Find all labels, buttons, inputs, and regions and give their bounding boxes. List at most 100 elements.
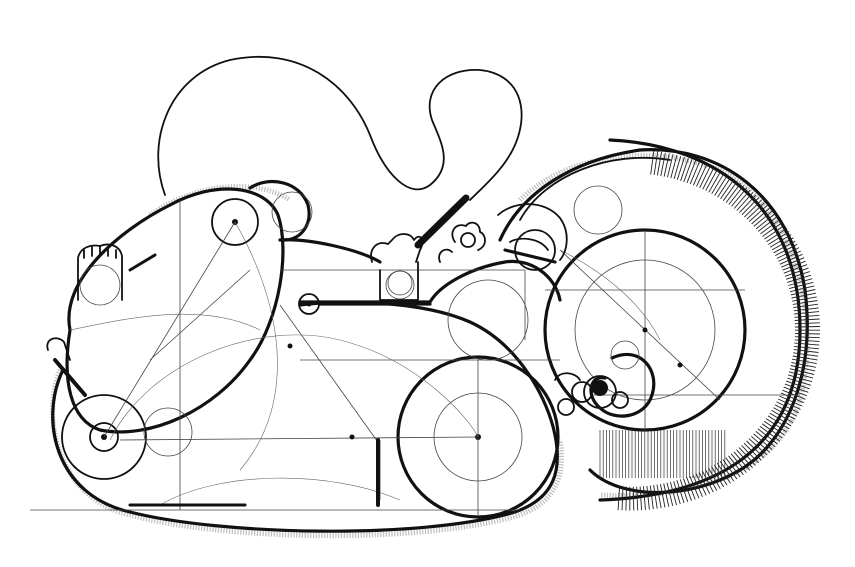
mane-hatch-stroke (793, 307, 819, 312)
mane-hatch-stroke (794, 336, 820, 339)
mane-hatch-stroke (783, 386, 808, 397)
mane-hatch-stroke (728, 455, 744, 476)
mane-hatch-stroke (676, 156, 685, 180)
mane-hatch-stroke (625, 486, 627, 511)
mane-hatch-stroke (617, 486, 621, 511)
mane-hatch-stroke (793, 349, 819, 353)
mane-hatch-stroke (791, 361, 816, 368)
mane-hatch-stroke (765, 418, 788, 433)
mane-hatch-stroke (725, 183, 741, 203)
mane-hatch-stroke (794, 339, 820, 342)
construction-lines (30, 200, 800, 515)
mane-hatch-stroke (695, 473, 707, 496)
mane-hatch-stroke (792, 358, 817, 365)
head-guide-mid (447, 279, 529, 361)
rear-pad-ring (271, 191, 313, 233)
mane-hatch-stroke (789, 368, 815, 375)
mane-hatch-stroke (774, 404, 798, 417)
mane-hatch-stroke (748, 204, 768, 222)
mane-hatch-stroke (711, 466, 725, 488)
mane-hatch-stroke (741, 445, 759, 464)
elbow-hub (306, 301, 312, 307)
mane-hatch-stroke (787, 374, 813, 383)
front-paw-icon (370, 233, 424, 301)
mane-hatch-stroke (705, 469, 718, 491)
mane-hatch-stroke (782, 260, 806, 271)
mane-hatching (599, 150, 821, 511)
mane-hatch-stroke (793, 303, 819, 309)
stick-handle (414, 194, 470, 249)
mane-hatch-stroke (744, 199, 763, 218)
mane-hatch-stroke (689, 475, 700, 499)
mane-hatch-stroke (636, 486, 639, 511)
mane-hatch-stroke (768, 231, 790, 245)
mane-hatch-stroke (698, 472, 711, 494)
mane-hatch-stroke (751, 207, 771, 225)
mane-hatch-stroke (794, 322, 820, 325)
mane-hatch-stroke (679, 479, 689, 503)
mane-hatch-stroke (728, 185, 745, 205)
head-guide-small (573, 185, 623, 235)
mane-hatch-stroke (753, 433, 773, 450)
paw-icon (77, 243, 123, 306)
mane-hatch-stroke (653, 485, 658, 509)
mane-hatch-stroke (659, 484, 666, 508)
mane-hatch-stroke (692, 474, 703, 497)
mane-hatch-stroke (738, 447, 756, 466)
mane-hatch-stroke (689, 161, 700, 185)
mane-hatch-stroke (741, 197, 760, 216)
mane-hatch-stroke (730, 453, 747, 473)
mane-hatch-stroke (794, 314, 820, 318)
mane-hatch-stroke (755, 431, 776, 448)
mane-hatch-stroke (646, 485, 650, 510)
mane-hatch-stroke (779, 253, 803, 265)
mane-hatch-stroke (781, 257, 805, 268)
mane-hatch-stroke (790, 365, 816, 372)
mane-hatch-stroke (716, 462, 731, 484)
mane-hatch-stroke (632, 486, 635, 511)
mane-hatch-stroke (753, 210, 773, 227)
mane-hatch-stroke (621, 486, 624, 511)
thigh-wheel (396, 355, 560, 519)
mane-hatch-stroke (794, 326, 821, 328)
mane-hatch-stroke (663, 483, 670, 507)
mane-hatch-stroke (701, 470, 714, 493)
mane-hatch-stroke (719, 461, 735, 482)
mane-hatch-stroke (736, 449, 753, 469)
mane-hatch-stroke (733, 189, 751, 209)
mane-hatch-stroke (762, 221, 783, 237)
mane-hatch-stroke (757, 216, 778, 232)
mane-hatch-stroke (788, 281, 814, 290)
mane-hatch-stroke (786, 377, 812, 386)
mane-hatch-stroke (751, 435, 770, 453)
mane-hatch-stroke (733, 451, 750, 471)
mane-hatch-stroke (686, 477, 696, 500)
mane-hatch-stroke (785, 271, 810, 280)
mane-hatch-stroke (743, 442, 762, 461)
mane-hatch-stroke (791, 292, 817, 299)
mane-hatch-stroke (720, 178, 735, 200)
mane-hatch-stroke (711, 172, 725, 195)
mane-hatch-stroke (784, 383, 809, 393)
mane-hatch-stroke (643, 486, 646, 510)
mane-hatch-stroke (766, 228, 788, 243)
mane-hatch-stroke (683, 159, 693, 182)
mane-hatch-stroke (769, 412, 792, 427)
eye-icon (554, 340, 656, 418)
mane-hatch-stroke (793, 352, 819, 357)
mane-hatch-stroke (673, 155, 682, 180)
mane-hatch-stroke (794, 332, 821, 335)
mane-hatch-stroke (773, 407, 796, 420)
mane-hatch-stroke (746, 440, 765, 459)
tail-curve (157, 55, 523, 201)
mane-hatch-stroke (794, 318, 820, 321)
mane-hatch-stroke (731, 187, 748, 207)
mane-hatch-stroke (755, 213, 776, 230)
haunch-wheel (61, 394, 147, 480)
mane-hatch-stroke (699, 166, 711, 189)
mane-hatch-stroke (705, 169, 718, 191)
mane-hatch-stroke (783, 264, 808, 274)
mane-hatch-stroke (650, 150, 655, 175)
mane-hatch-stroke (769, 234, 792, 248)
